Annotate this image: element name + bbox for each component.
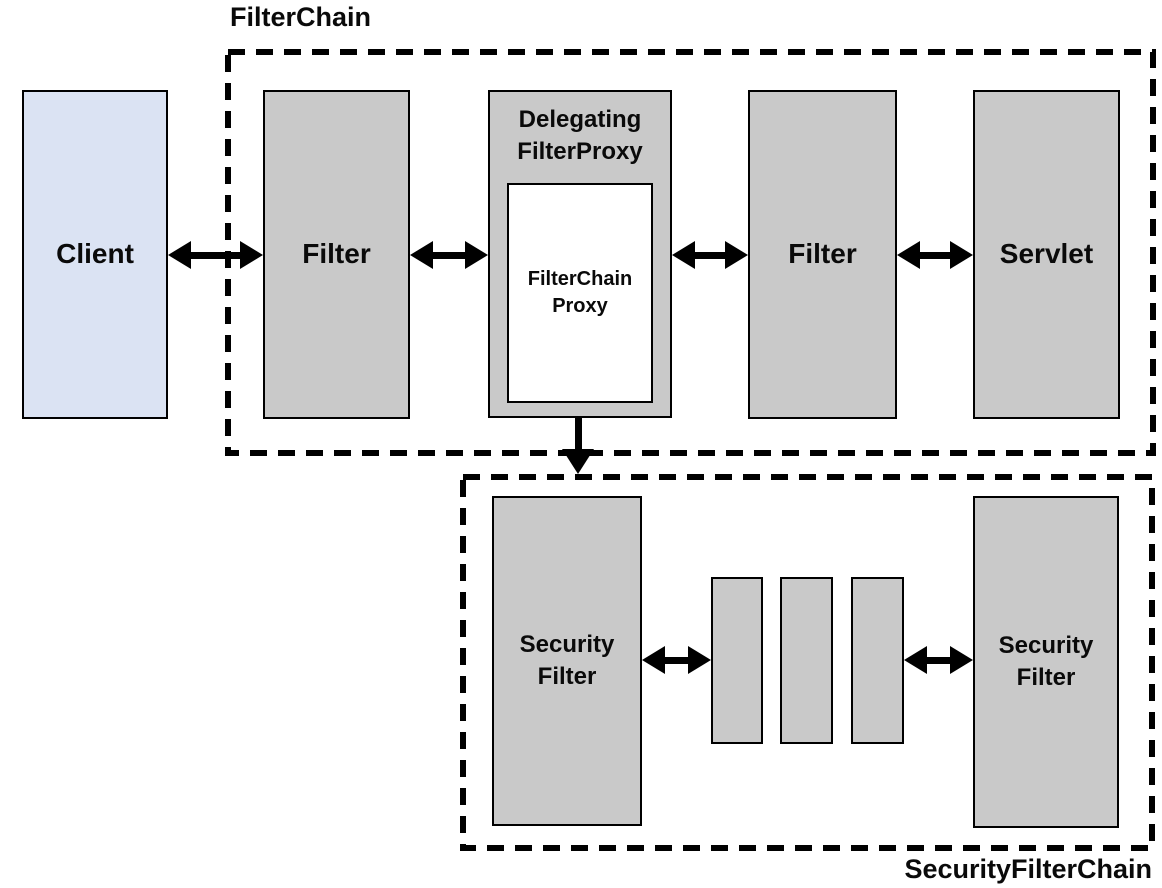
arrowhead-left-icon bbox=[642, 646, 665, 674]
security-filter-left-label: Security Filter bbox=[519, 630, 615, 690]
security-filter-right-label: Security Filter bbox=[998, 631, 1094, 691]
arrow-shaft bbox=[695, 251, 725, 259]
security-filter-box-right: Security Filter bbox=[973, 496, 1119, 828]
client-label: Client bbox=[56, 238, 134, 270]
securityfilterchain-title: SecurityFilterChain bbox=[904, 854, 1152, 884]
arrowhead-left-icon bbox=[672, 241, 695, 269]
servlet-box: Servlet bbox=[973, 90, 1120, 419]
arrowhead-left-icon bbox=[897, 241, 920, 269]
client-box: Client bbox=[22, 90, 168, 419]
security-filter-placeholder-box-3 bbox=[851, 577, 904, 744]
arrow-shaft bbox=[920, 251, 950, 259]
arrow-filter-servlet bbox=[897, 240, 973, 270]
filter-chain-proxy-box: FilterChain Proxy bbox=[507, 183, 653, 403]
filter-chain-proxy-label: FilterChain Proxy bbox=[527, 268, 633, 317]
arrowhead-left-icon bbox=[410, 241, 433, 269]
filter-box-left: Filter bbox=[263, 90, 410, 419]
servlet-label: Servlet bbox=[999, 238, 1094, 270]
arrowhead-down-icon bbox=[562, 449, 594, 474]
filter-left-label: Filter bbox=[302, 238, 371, 270]
arrow-filter-delegatingfilterproxy bbox=[410, 240, 488, 270]
arrowhead-left-icon bbox=[904, 646, 927, 674]
arrow-chainboxes-securityfilter bbox=[904, 645, 973, 675]
arrowhead-right-icon bbox=[240, 241, 263, 269]
filterchain-title: FilterChain bbox=[230, 2, 372, 32]
arrowhead-right-icon bbox=[725, 241, 748, 269]
filter-right-label: Filter bbox=[788, 238, 857, 270]
security-filter-placeholder-box-1 bbox=[711, 577, 763, 744]
security-filter-placeholder-box-2 bbox=[780, 577, 833, 744]
arrowhead-right-icon bbox=[950, 241, 973, 269]
arrow-delegatingfilterproxy-filter bbox=[672, 240, 748, 270]
delegating-filter-proxy-label: Delegating FilterProxy bbox=[517, 106, 643, 166]
arrowhead-left-icon bbox=[168, 241, 191, 269]
arrow-shaft bbox=[191, 251, 240, 259]
arrow-shaft bbox=[433, 251, 465, 259]
arrow-shaft bbox=[927, 656, 950, 664]
filter-box-right: Filter bbox=[748, 90, 897, 419]
security-filter-box-left: Security Filter bbox=[492, 496, 642, 826]
arrowhead-right-icon bbox=[950, 646, 973, 674]
arrow-shaft bbox=[665, 656, 688, 664]
arrow-client-filter bbox=[168, 240, 263, 270]
delegating-filter-proxy-box: Delegating FilterProxy FilterChain Proxy bbox=[488, 90, 672, 418]
arrowhead-right-icon bbox=[688, 646, 711, 674]
arrow-securityfilter-chainboxes bbox=[642, 645, 711, 675]
arrowhead-right-icon bbox=[465, 241, 488, 269]
securityfilterchain-boundary bbox=[460, 474, 1155, 851]
arrow-proxy-to-securitychain-shaft bbox=[575, 400, 582, 452]
